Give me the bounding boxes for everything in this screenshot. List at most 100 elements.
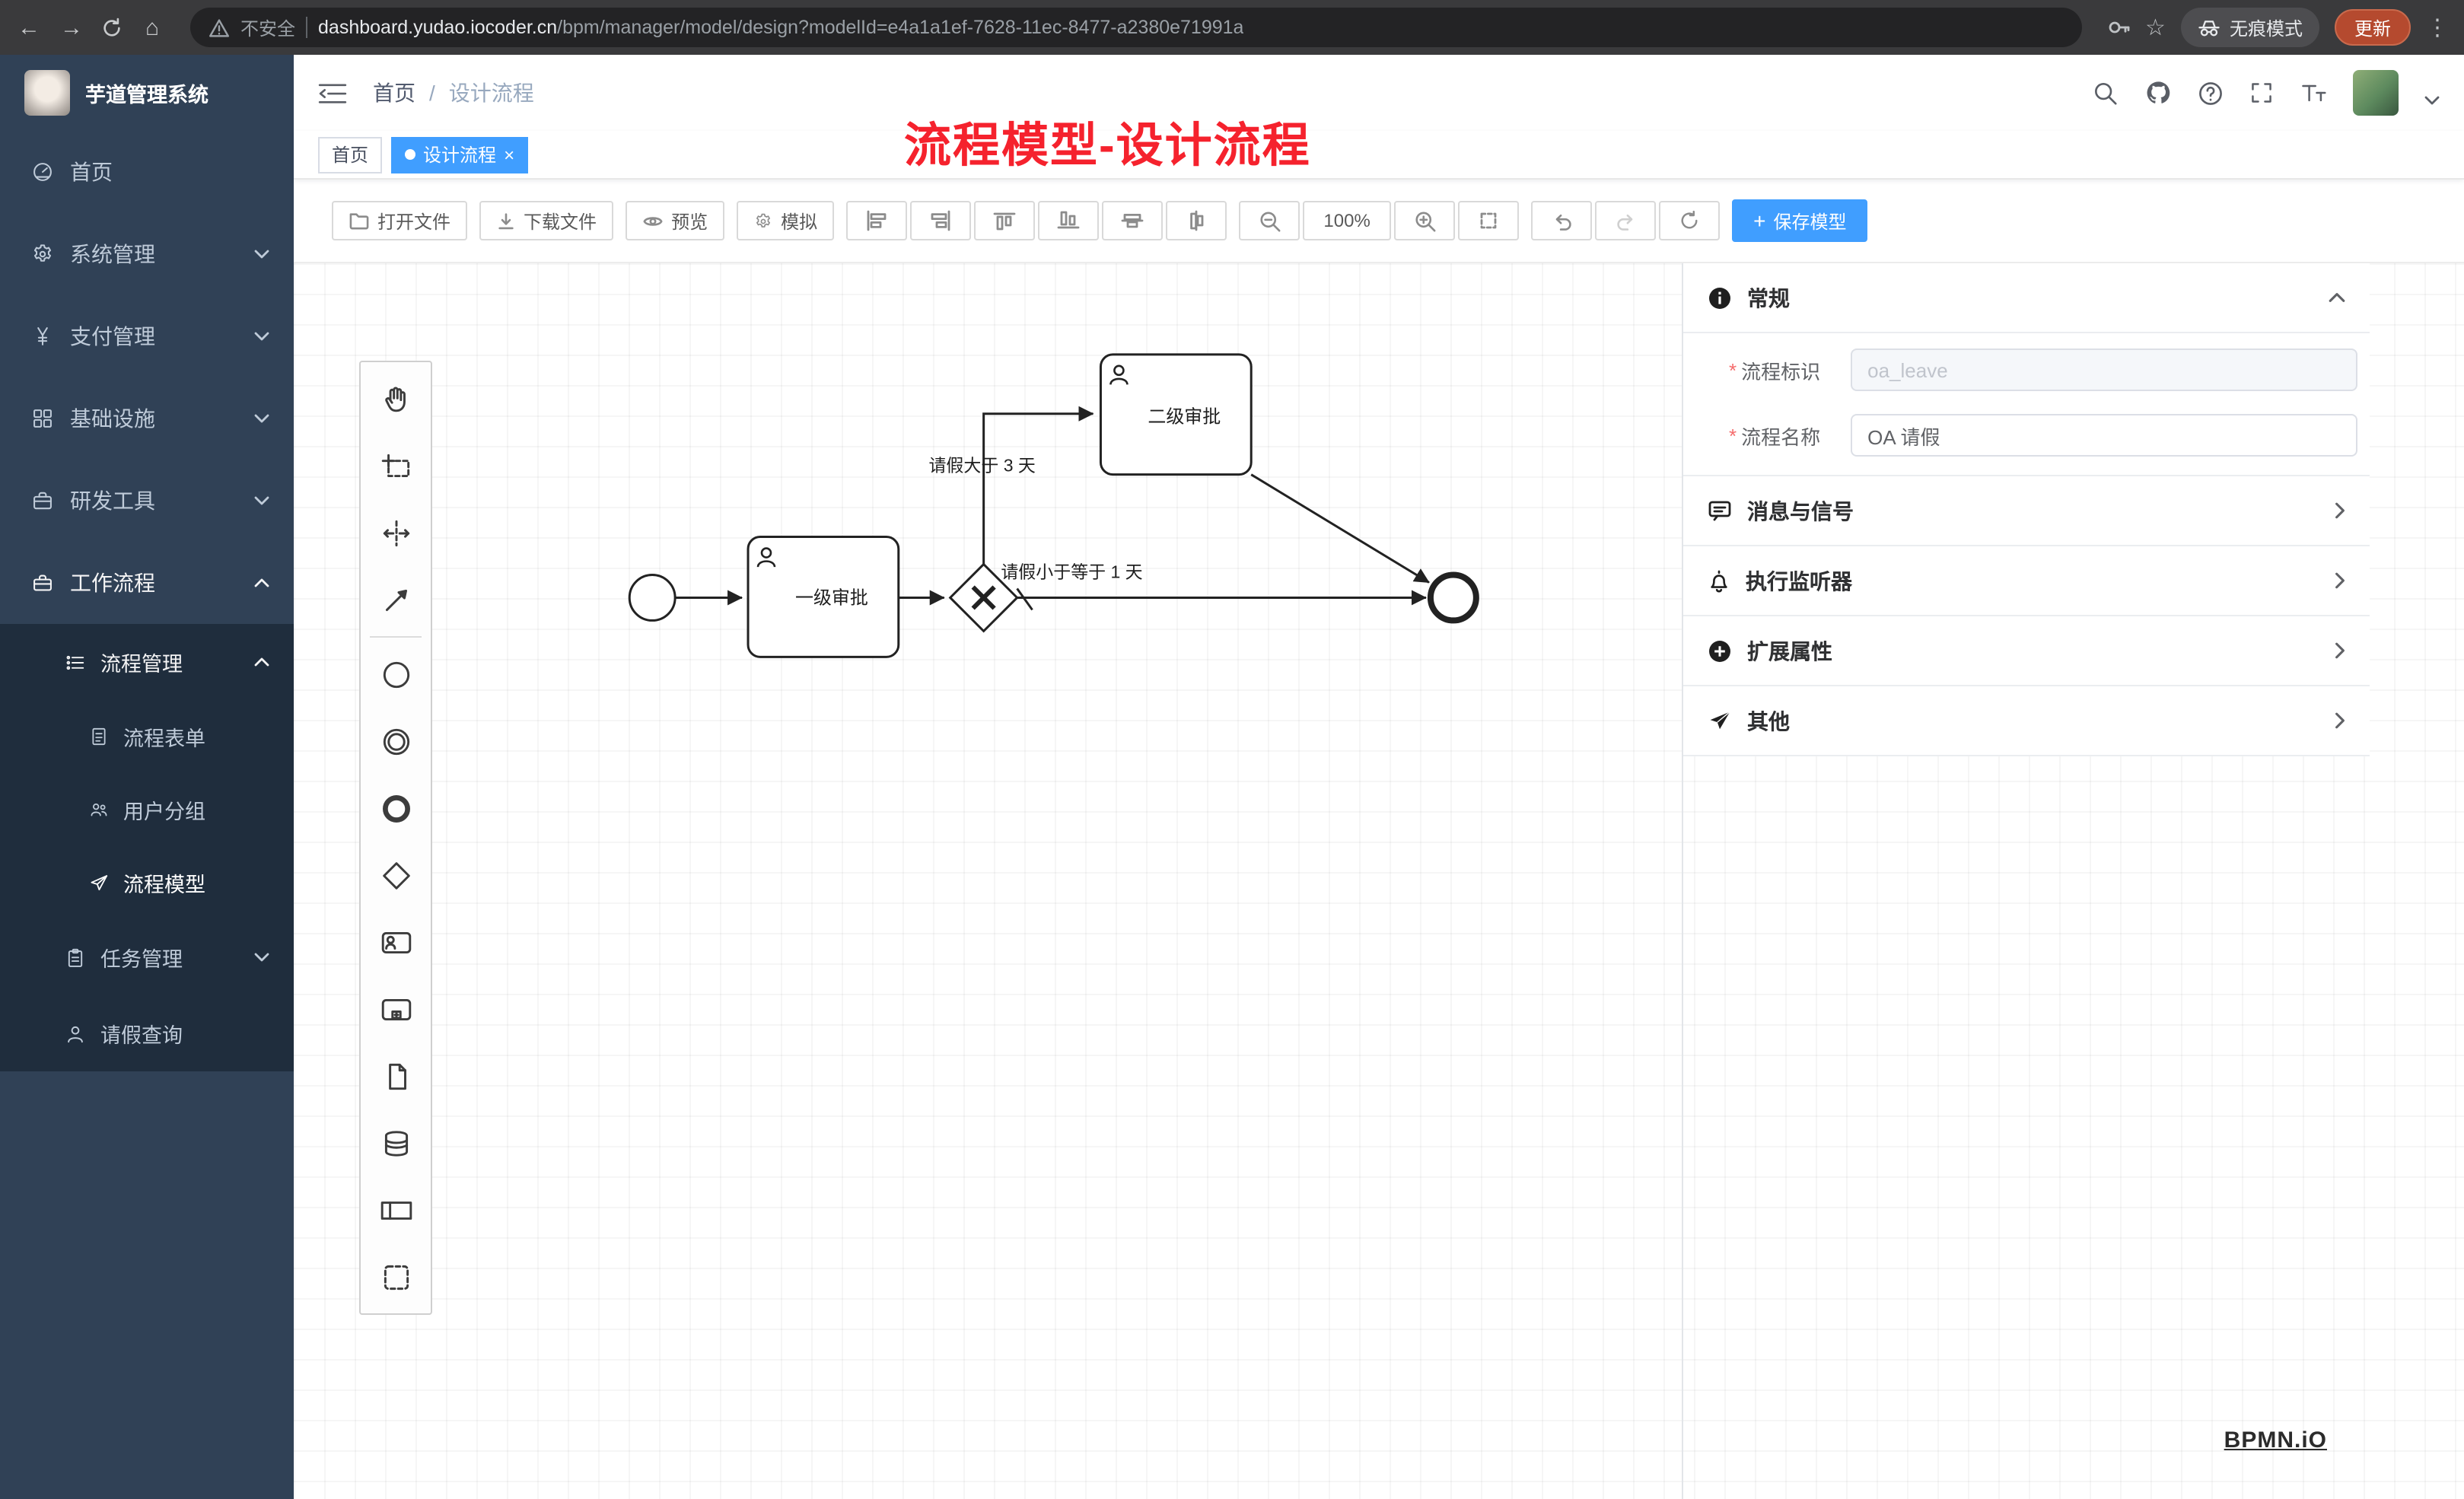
- briefcase-icon: [33, 574, 52, 591]
- passkey-icon[interactable]: [2106, 15, 2130, 40]
- end-event-shape[interactable]: [1427, 571, 1479, 624]
- zoom-out-button[interactable]: [1239, 201, 1300, 240]
- create-group[interactable]: [361, 1243, 431, 1310]
- bpmn-diagram[interactable]: 一级审批 二级审批 请假大于 3 天 请假小于等于 1 天: [294, 263, 2464, 1499]
- sidebar-item-leave-query[interactable]: 请假查询: [0, 995, 294, 1071]
- forward-icon[interactable]: →: [60, 14, 83, 40]
- create-user-task[interactable]: [361, 909, 431, 975]
- download-file-button[interactable]: 下载文件: [479, 201, 614, 240]
- sidebar-item-label: 请假查询: [100, 1024, 183, 1047]
- group-icon: [383, 1264, 409, 1290]
- panel-section-messages[interactable]: 消息与信号: [1683, 476, 2370, 546]
- address-bar[interactable]: 不安全 dashboard.yudao.iocoder.cn/bpm/manag…: [190, 8, 2082, 47]
- create-gateway[interactable]: [361, 842, 431, 909]
- security-label: 不安全: [240, 18, 296, 39]
- sequence-flow-task2-end[interactable]: [1250, 473, 1430, 584]
- tag-home[interactable]: 首页: [318, 136, 383, 173]
- space-tool[interactable]: [361, 499, 431, 566]
- process-key-input[interactable]: [1851, 348, 2358, 391]
- exclusive-gateway-shape[interactable]: [948, 562, 1019, 633]
- align-center-vertical-button[interactable]: [1166, 201, 1227, 240]
- create-end-event[interactable]: [361, 775, 431, 842]
- create-data-object[interactable]: [361, 1042, 431, 1109]
- sidebar-item-payment[interactable]: 支付管理: [0, 295, 294, 377]
- open-file-button[interactable]: 打开文件: [332, 201, 468, 240]
- hand-tool-icon: [384, 386, 405, 412]
- fullscreen-icon[interactable]: [2249, 81, 2274, 105]
- back-icon[interactable]: ←: [18, 14, 40, 40]
- task-label: 二级审批: [1148, 407, 1221, 428]
- align-bottom-button[interactable]: [1038, 201, 1100, 240]
- create-start-event[interactable]: [361, 641, 431, 708]
- subprocess-icon: [380, 998, 411, 1020]
- sidebar-item-process-form[interactable]: 流程表单: [0, 700, 294, 773]
- sidebar-item-infra[interactable]: 基础设施: [0, 377, 294, 460]
- button-label: 保存模型: [1773, 211, 1847, 232]
- sidebar-item-home[interactable]: 首页: [0, 131, 294, 213]
- app-logo-row: 芋道管理系统: [0, 55, 294, 131]
- redo-button[interactable]: [1595, 201, 1657, 240]
- global-connect-tool[interactable]: [361, 566, 431, 633]
- bpmn-io-watermark[interactable]: BPMN.iO: [2224, 1427, 2327, 1453]
- github-icon[interactable]: [2144, 79, 2172, 107]
- process-key-row: * 流程标识: [1683, 348, 2370, 391]
- update-button[interactable]: 更新: [2334, 9, 2411, 46]
- help-icon[interactable]: [2198, 80, 2224, 106]
- sidebar-item-workflow[interactable]: 工作流程: [0, 542, 294, 624]
- home-icon[interactable]: ⌂: [145, 14, 160, 40]
- create-subprocess[interactable]: [361, 975, 431, 1042]
- palette-separator: [370, 636, 422, 638]
- bookmark-star-icon[interactable]: ☆: [2145, 15, 2166, 41]
- align-center-horizontal-button[interactable]: [1102, 201, 1164, 240]
- panel-section-general[interactable]: 常规: [1683, 263, 2370, 333]
- panel-section-listeners[interactable]: 执行监听器: [1683, 546, 2370, 616]
- lasso-tool[interactable]: [361, 432, 431, 499]
- incognito-icon: [2198, 18, 2220, 37]
- align-top-button[interactable]: [974, 201, 1036, 240]
- zoom-reset-button[interactable]: [1458, 201, 1520, 240]
- section-title: 常规: [1747, 285, 1790, 310]
- required-mark: *: [1729, 424, 1737, 447]
- panel-section-extensions[interactable]: 扩展属性: [1683, 616, 2370, 686]
- align-bottom-icon: [1057, 211, 1080, 229]
- create-intermediate-event[interactable]: [361, 708, 431, 775]
- user-task-2[interactable]: [1099, 353, 1253, 476]
- sidebar-item-user-group[interactable]: 用户分组: [0, 773, 294, 846]
- start-event-shape[interactable]: [628, 573, 676, 622]
- bpmn-canvas[interactable]: 一级审批 二级审批 请假大于 3 天 请假小于等于 1 天: [294, 262, 2464, 1499]
- sidebar-item-system[interactable]: 系统管理: [0, 213, 294, 295]
- sidebar-item-devtools[interactable]: 研发工具: [0, 460, 294, 542]
- sidebar-collapse-icon[interactable]: [318, 81, 349, 104]
- panel-section-other[interactable]: 其他: [1683, 686, 2370, 756]
- data-object-icon: [388, 1062, 406, 1090]
- restart-button[interactable]: [1659, 201, 1721, 240]
- browser-menu-icon[interactable]: ⋮: [2426, 15, 2449, 41]
- preview-button[interactable]: 预览: [626, 201, 725, 240]
- reload-icon[interactable]: [100, 16, 123, 39]
- process-name-input[interactable]: [1851, 414, 2358, 457]
- space-tool-icon: [382, 519, 409, 546]
- button-label: 打开文件: [377, 211, 451, 232]
- create-participant[interactable]: [361, 1176, 431, 1243]
- create-data-store[interactable]: [361, 1109, 431, 1176]
- hand-tool[interactable]: [361, 365, 431, 432]
- save-model-button[interactable]: + 保存模型: [1732, 199, 1868, 242]
- sequence-flow-condition-top[interactable]: [982, 406, 1094, 565]
- tag-label: 首页: [332, 145, 369, 166]
- tag-close-icon[interactable]: ×: [504, 144, 515, 165]
- font-size-icon[interactable]: [2300, 81, 2327, 105]
- sidebar-item-task-mgmt[interactable]: 任务管理: [0, 919, 294, 995]
- breadcrumb-home[interactable]: 首页: [373, 81, 415, 105]
- avatar-caret-icon[interactable]: [2424, 81, 2440, 105]
- undo-button[interactable]: [1531, 201, 1593, 240]
- avatar[interactable]: [2353, 70, 2399, 116]
- search-icon[interactable]: [2093, 80, 2119, 106]
- tag-design-process[interactable]: 设计流程 ×: [391, 136, 529, 173]
- align-left-button[interactable]: [846, 201, 908, 240]
- simulate-button[interactable]: 模拟: [737, 201, 835, 240]
- sidebar-item-process-mgmt[interactable]: 流程管理: [0, 624, 294, 700]
- zoom-in-button[interactable]: [1394, 201, 1456, 240]
- folder-icon: [349, 213, 369, 230]
- sidebar-item-process-model[interactable]: 流程模型: [0, 846, 294, 919]
- align-right-button[interactable]: [910, 201, 972, 240]
